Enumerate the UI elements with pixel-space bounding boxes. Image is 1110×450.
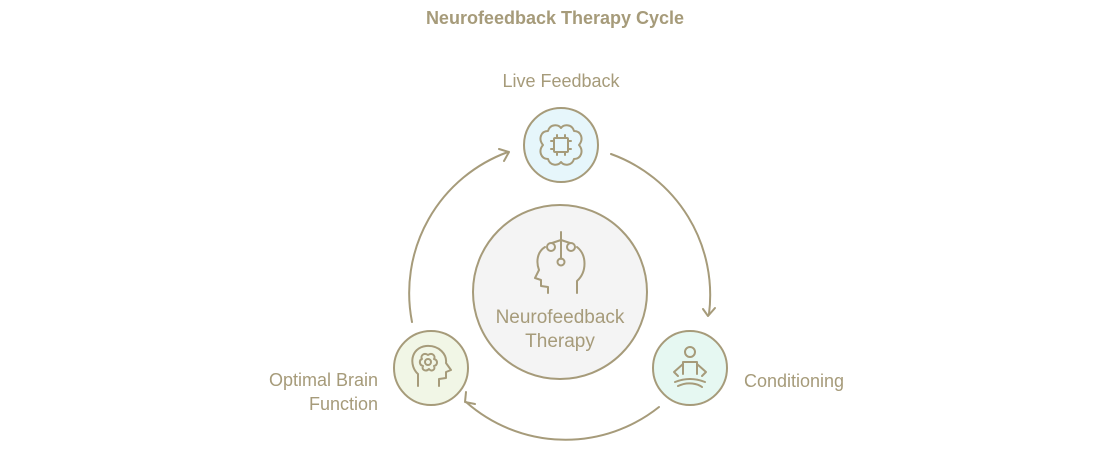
node-circle-conditioning [652,330,728,406]
arrow-head-top-to-right [702,307,716,317]
arrow-top-to-right [610,153,712,315]
node-label-optimal-brain-line2: Function [308,394,378,414]
center-label-line2: Therapy [525,331,595,352]
center-label: Neurofeedback Therapy [470,306,650,354]
node-label-live-feedback: Live Feedback [502,71,620,91]
arrow-right-to-left [465,401,660,441]
arrow-head-left-to-top [498,148,510,162]
arrow-left-to-top [408,151,509,323]
brain-chip-icon [539,124,583,166]
center-circle [472,204,648,380]
node-circle-live-feedback [523,107,599,183]
meditation-icon [673,346,707,388]
center-label-line1: Neurofeedback [495,307,625,328]
arrow-head-right-to-left [464,391,476,405]
node-label-conditioning: Conditioning [744,371,845,391]
node-label-optimal-brain-line1: Optimal Brain [268,370,378,390]
head-flower-icon [411,344,452,387]
head-electrodes-icon [534,231,586,294]
diagram-title: Neurofeedback Therapy Cycle [425,8,685,28]
node-label-optimal-brain: Optimal Brain Function [220,368,378,416]
node-circle-optimal-brain [393,330,469,406]
